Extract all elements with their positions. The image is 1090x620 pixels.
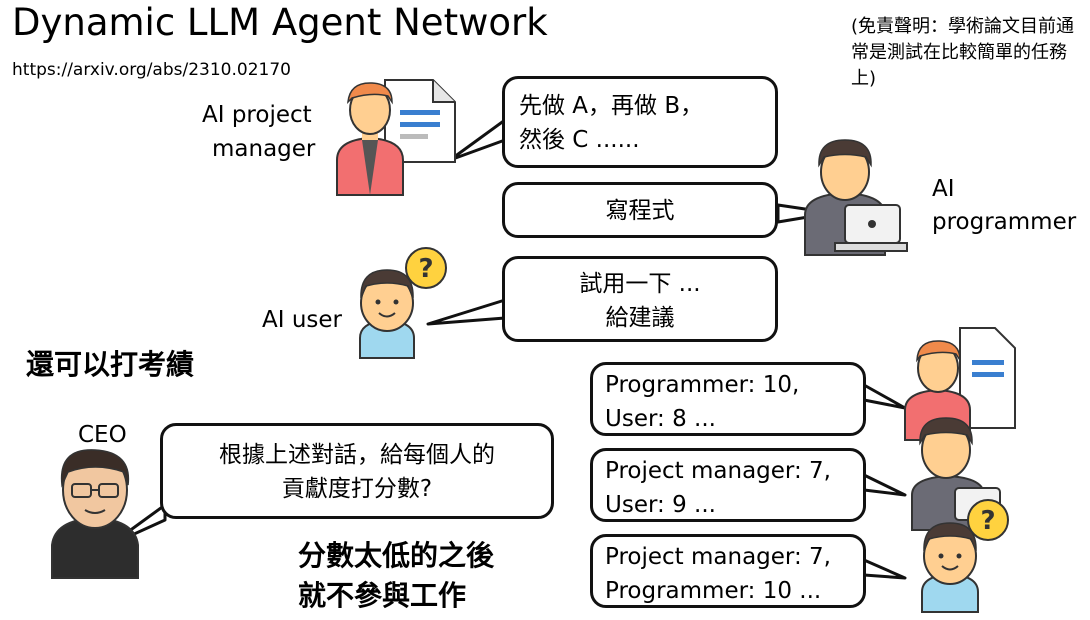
score-line2: User: 9 ... <box>605 492 716 518</box>
ceo-speech-bubble: 根據上述對話，給每個人的 貢獻度打分數? <box>160 423 554 519</box>
ceo-avatar-icon <box>51 449 139 579</box>
role-label-project-manager-line1: AI project <box>202 102 312 128</box>
source-url[interactable]: https://arxiv.org/abs/2310.02170 <box>12 60 291 80</box>
ceo-speech-line1: 根據上述對話，給每個人的 <box>219 442 495 468</box>
ceo-speech-line2: 貢獻度打分數? <box>281 476 433 502</box>
score-line2: User: 8 ... <box>605 406 716 432</box>
user-small-avatar-icon: ? <box>921 499 1009 613</box>
pm-speech-line2: 然後 C ...... <box>519 127 640 153</box>
role-label-ceo: CEO <box>78 422 127 448</box>
project-manager-avatar-icon <box>336 79 456 196</box>
programmer-speech-bubble: 寫程式 <box>502 182 778 238</box>
programmer-avatar-icon <box>804 139 908 256</box>
role-label-project-manager-line2: manager <box>212 136 316 162</box>
score-line1: Programmer: 10, <box>605 372 800 398</box>
role-label-user: AI user <box>262 307 342 333</box>
pm-small-avatar-icon <box>904 327 1016 441</box>
evaluate-note: 還可以打考績 <box>26 348 195 381</box>
disclaimer-note: (免責聲明：學術論文目前通常是測試在比較簡單的任務上) <box>851 16 1075 89</box>
user-speech-bubble: 試用一下 ... 給建議 <box>502 256 778 342</box>
user-speech-line2: 給建議 <box>605 305 675 331</box>
score-bubble: Project manager: 7, User: 9 ... <box>590 448 866 522</box>
score-bubble: Project manager: 7, Programmer: 10 ... <box>590 534 866 608</box>
score-bubble: Programmer: 10, User: 8 ... <box>590 362 866 436</box>
role-label-programmer-line1: AI <box>932 176 955 202</box>
pm-speech-line1: 先做 A，再做 B， <box>519 93 704 119</box>
score-line1: Project manager: 7, <box>605 458 831 484</box>
programmer-speech-text: 寫程式 <box>605 198 675 224</box>
role-label-programmer-line2: programmer <box>932 209 1077 235</box>
low-score-note-line1: 分數太低的之後 <box>298 539 495 572</box>
svg-text:?: ? <box>980 506 995 536</box>
page-title: Dynamic LLM Agent Network <box>12 1 548 44</box>
score-line1: Project manager: 7, <box>605 544 831 570</box>
programmer-small-avatar-icon <box>911 417 1001 531</box>
score-line2: Programmer: 10 ... <box>605 578 822 604</box>
svg-text:?: ? <box>418 254 433 284</box>
user-avatar-icon: ? <box>359 247 447 359</box>
user-speech-line1: 試用一下 ... <box>579 271 701 297</box>
low-score-note-line2: 就不參與工作 <box>298 579 467 612</box>
pm-speech-bubble: 先做 A，再做 B， 然後 C ...... <box>502 76 778 168</box>
